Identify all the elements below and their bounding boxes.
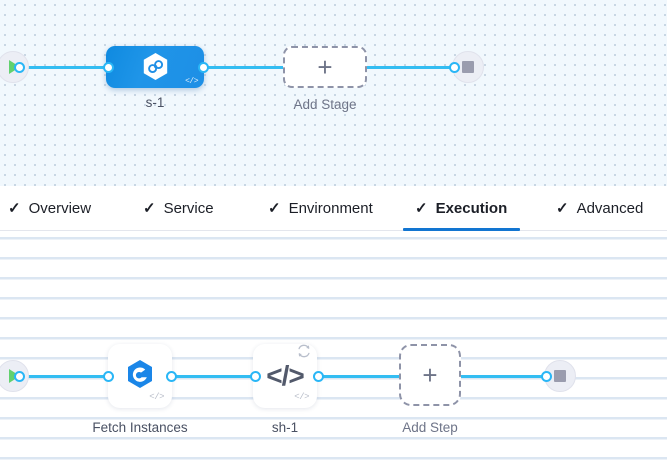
- tab-execution[interactable]: ✓ Execution: [403, 186, 520, 231]
- tab-advanced-label: Advanced: [576, 200, 644, 217]
- add-stage-button[interactable]: +: [283, 46, 367, 88]
- port-sh-1-in[interactable]: [250, 371, 261, 382]
- tab-service[interactable]: ✓ Service: [131, 186, 226, 231]
- edge-add-step-to-end: [459, 375, 549, 378]
- add-step-button[interactable]: +: [399, 344, 461, 406]
- tab-service-label: Service: [163, 200, 214, 217]
- port-sh-1-out[interactable]: [313, 371, 324, 382]
- edge-fetch-instances-to-sh-1: [171, 375, 256, 378]
- edge-sh-1-to-add-step: [316, 375, 401, 378]
- step-node-sh-1[interactable]: </> </>: [253, 344, 317, 408]
- edge-add-stage-to-end: [366, 66, 456, 69]
- port-steps-end-in[interactable]: [541, 371, 552, 382]
- stop-icon: [554, 370, 566, 382]
- port-stage-in[interactable]: [103, 62, 114, 73]
- edge-start-to-fetch-instances: [19, 375, 114, 378]
- code-icon: </>: [266, 360, 304, 391]
- plus-icon: +: [317, 52, 333, 82]
- code-badge-icon: </>: [149, 392, 164, 402]
- port-fetch-instances-out[interactable]: [166, 371, 177, 382]
- step-node-sh-1-label: sh-1: [271, 420, 299, 435]
- tab-overview-label: Overview: [28, 200, 92, 217]
- stop-icon: [462, 61, 474, 73]
- port-start-out[interactable]: [14, 62, 25, 73]
- tab-execution-label: Execution: [435, 200, 508, 217]
- edge-stage-to-add-stage: [200, 66, 290, 69]
- code-badge-icon: </>: [294, 392, 309, 402]
- port-steps-start-out[interactable]: [14, 371, 25, 382]
- stage-node-label: s-1: [145, 95, 165, 110]
- check-icon: ✓: [8, 200, 21, 217]
- add-stage-label: Add Stage: [293, 97, 357, 112]
- check-icon: ✓: [143, 200, 156, 217]
- tab-environment-label: Environment: [288, 200, 373, 217]
- port-fetch-instances-in[interactable]: [103, 371, 114, 382]
- pipeline-end-node[interactable]: [452, 51, 484, 83]
- port-stage-out[interactable]: [198, 62, 209, 73]
- step-node-fetch-instances[interactable]: </>: [108, 344, 172, 408]
- stage-node-s-1[interactable]: </>: [106, 46, 204, 88]
- check-icon: ✓: [556, 200, 569, 217]
- step-node-fetch-instances-label: Fetch Instances: [92, 420, 188, 435]
- tab-overview[interactable]: ✓ Overview: [0, 186, 103, 231]
- check-icon: ✓: [415, 200, 428, 217]
- execution-steps-canvas[interactable]: </> Fetch Instances </> </> sh-1 + A: [0, 231, 667, 475]
- stage-config-tabs: ✓ Overview ✓ Service ✓ Environment ✓ Exe…: [0, 186, 667, 231]
- edge-start-to-stage: [19, 66, 119, 69]
- hexagon-cloud-icon: [126, 359, 154, 394]
- code-badge-icon: </>: [185, 77, 198, 86]
- hexagon-infinity-icon: [142, 52, 169, 82]
- check-icon: ✓: [268, 200, 281, 217]
- plus-icon: +: [422, 360, 438, 390]
- port-end-in[interactable]: [449, 62, 460, 73]
- active-tab-indicator: [403, 228, 520, 231]
- tab-advanced[interactable]: ✓ Advanced: [544, 186, 655, 231]
- retry-loop-icon: [296, 343, 312, 359]
- tab-environment[interactable]: ✓ Environment: [256, 186, 385, 231]
- add-step-label: Add Step: [402, 420, 458, 435]
- pipeline-stages-canvas[interactable]: </> s-1 + Add Stage: [0, 0, 667, 186]
